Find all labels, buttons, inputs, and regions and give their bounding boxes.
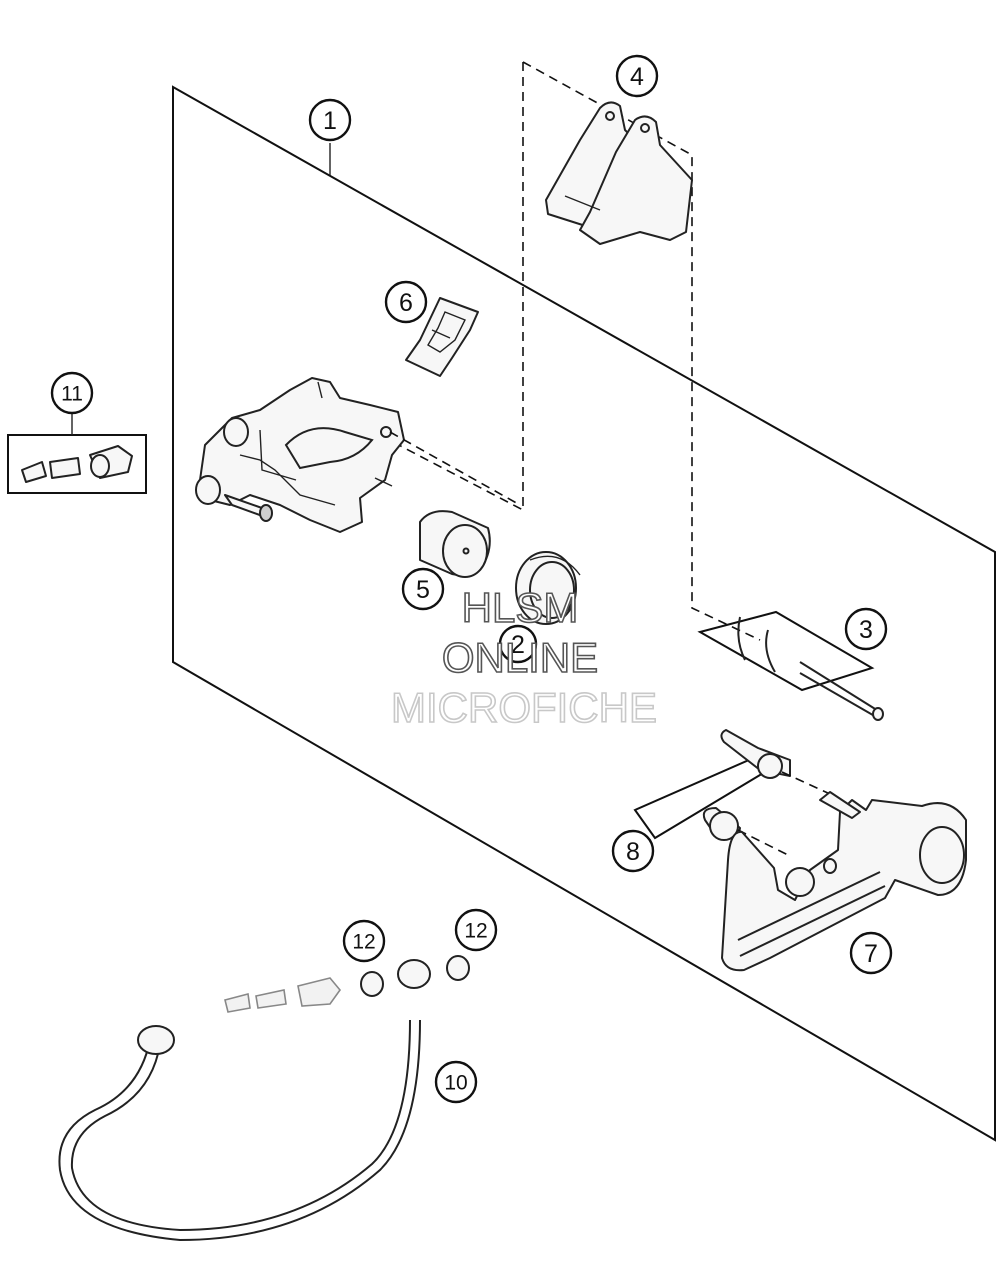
pad-spring-clip[interactable]: [405, 297, 479, 377]
callout-1: 1: [308, 98, 352, 142]
callout-2-label: 2: [511, 631, 525, 659]
callout-5-label: 5: [416, 576, 430, 604]
callout-6: 6: [384, 280, 428, 324]
pad-group-dashed-left: [369, 62, 524, 512]
callout-3: 3: [844, 607, 888, 651]
bleeder-valve-set[interactable]: [7, 434, 147, 494]
piston-seal-ring[interactable]: [515, 551, 581, 625]
sliding-pins-and-boots[interactable]: [633, 729, 831, 857]
watermark-line-3: MICROFICHE: [391, 684, 657, 731]
callout-4: 4: [615, 54, 659, 98]
callout-10-label: 10: [444, 1072, 467, 1095]
brake-pads[interactable]: [545, 101, 693, 245]
callout-7-label: 7: [864, 940, 878, 968]
callout-3-label: 3: [859, 616, 873, 644]
brake-caliper-body[interactable]: [195, 377, 405, 533]
watermark-line-1: HLSM: [462, 584, 579, 631]
brake-hose-assembly[interactable]: [58, 955, 470, 1242]
callout-5: 5: [401, 567, 445, 611]
brake-piston[interactable]: [419, 510, 491, 578]
callout-12-left: 12: [342, 919, 386, 963]
callout-12-right: 12: [454, 908, 498, 952]
callout-2: 2: [498, 624, 538, 664]
callout-11-label: 11: [61, 383, 83, 406]
callout-12-right-label: 12: [464, 920, 487, 943]
callout-4-label: 4: [630, 63, 644, 91]
watermark: HLSM ONLINE MICROFICHE: [390, 583, 658, 732]
callout-8-label: 8: [626, 838, 640, 866]
callout-7: 7: [849, 931, 893, 975]
callout-12-left-label: 12: [352, 931, 375, 954]
callout-8: 8: [611, 829, 655, 873]
callout-11: 11: [50, 371, 94, 415]
assembly-frame: [172, 85, 996, 1142]
callout-10: 10: [434, 1060, 478, 1104]
callout-1-label: 1: [323, 107, 337, 135]
caliper-pin-axis: [389, 431, 521, 506]
caliper-bracket[interactable]: [721, 791, 967, 972]
pad-pin-with-clips[interactable]: [697, 610, 884, 721]
callout-6-label: 6: [399, 289, 413, 317]
watermark-line-2: ONLINE: [442, 634, 598, 681]
